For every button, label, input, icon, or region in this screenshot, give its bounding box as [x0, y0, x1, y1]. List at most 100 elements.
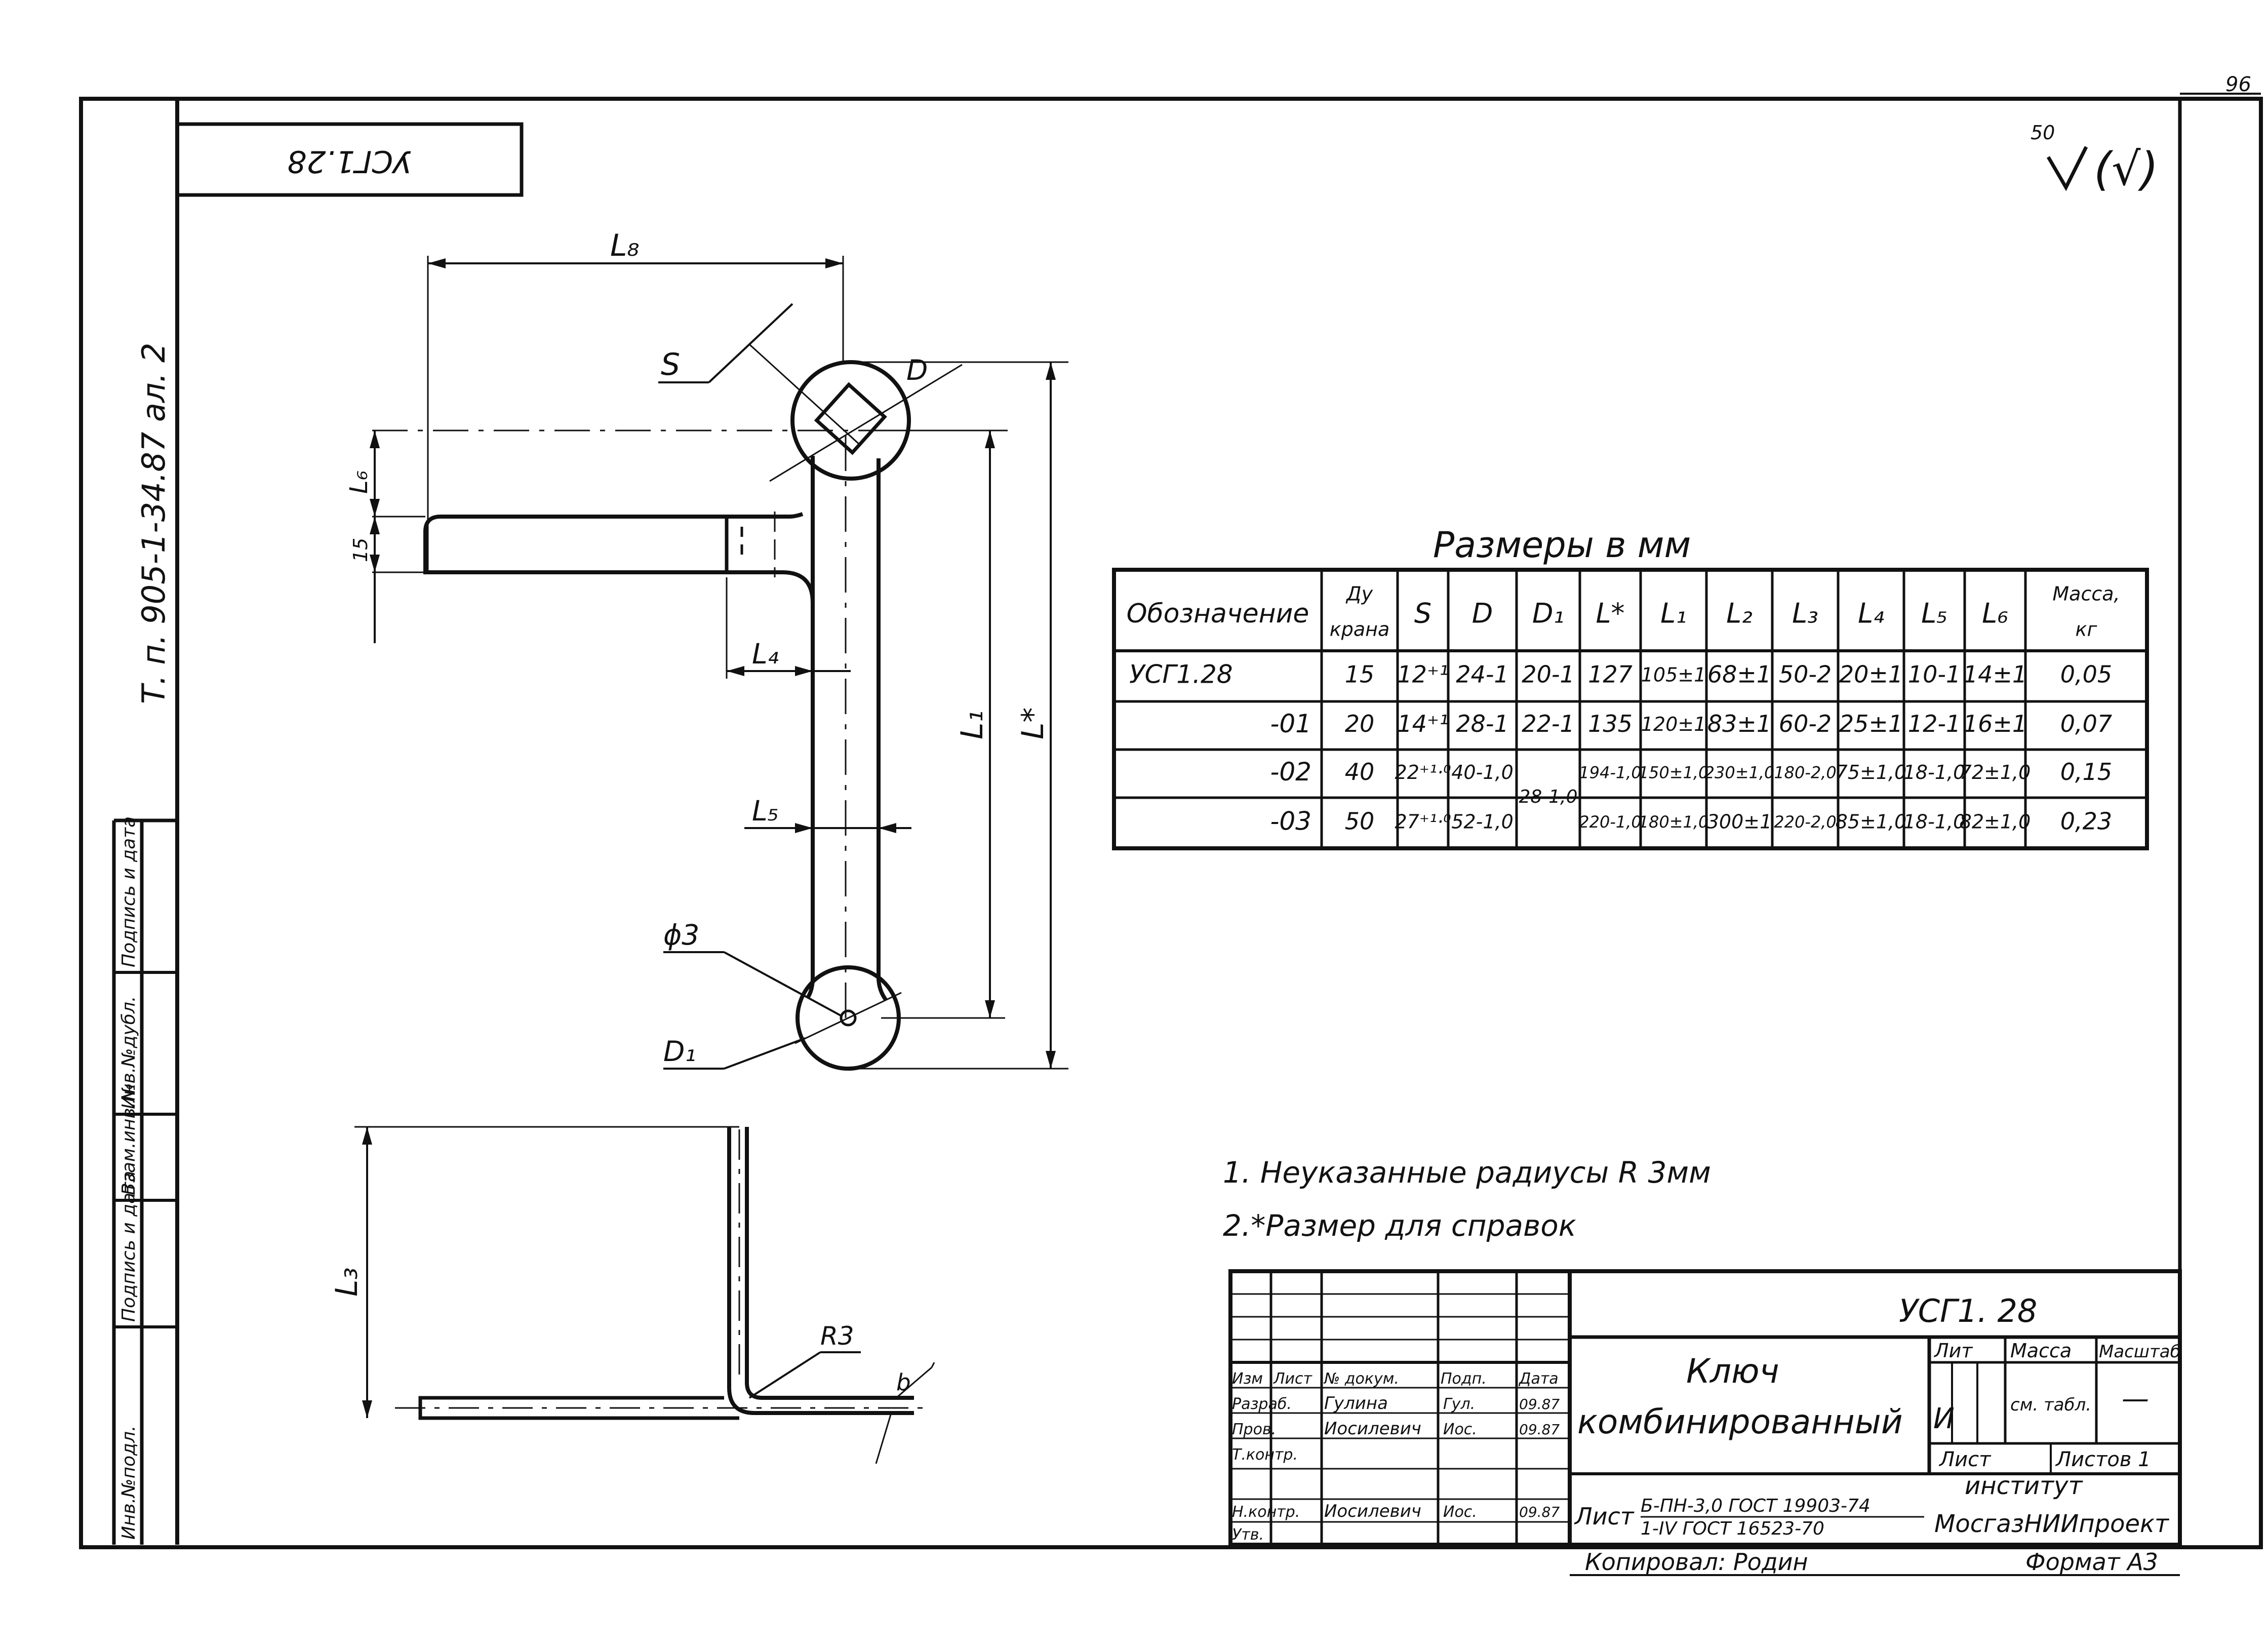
svg-text:Гулина: Гулина — [1324, 1393, 1388, 1414]
table-cell: 25±1 — [1839, 710, 1903, 737]
svg-text:Утв.: Утв. — [1232, 1526, 1264, 1544]
svg-text:Т.контр.: Т.контр. — [1232, 1446, 1298, 1464]
table-cell: 20-1 — [1522, 661, 1574, 688]
table-header: крана — [1330, 618, 1390, 641]
table-header: Обозначение — [1127, 599, 1309, 629]
svg-text:Гул.: Гул. — [1443, 1395, 1475, 1413]
drawing-code: УСГ1. 28 — [1899, 1292, 2037, 1329]
table-cell: 22-1 — [1522, 710, 1574, 737]
table-cell: 52-1,0 — [1451, 811, 1514, 833]
table-cell: 50 — [1345, 808, 1375, 835]
dim-phi3: ϕ3 — [663, 919, 699, 951]
title-block: Изм Лист № докум. Подп. Дата Разраб. Гул… — [1228, 1269, 2182, 1547]
table-cell: 20 — [1345, 710, 1375, 737]
key-plan-view: L₈ S D L₆ 15 L₄ L₅ — [345, 228, 1068, 1071]
note-2: 2.*Размер для справок — [1223, 1208, 1576, 1243]
drawing-name-2: комбинированный — [1577, 1402, 1903, 1441]
note-1: 1. Неуказанные радиусы R 3мм — [1223, 1155, 1711, 1190]
dim-L8: L₈ — [610, 228, 639, 263]
table-header: L₄ — [1858, 598, 1884, 630]
svg-text:Масштаб: Масштаб — [2099, 1342, 2181, 1362]
side-reference: Т. п. 905-1-34.87 ал. 2 — [135, 343, 172, 704]
dim-S: S — [661, 347, 680, 382]
table-cell: 16±1 — [1963, 710, 2027, 737]
table-header: S — [1414, 598, 1431, 630]
svg-text:см. табл.: см. табл. — [2010, 1395, 2091, 1415]
key-side-view: L₃ R3 b — [329, 1126, 935, 1464]
svg-text:Масса: Масса — [2010, 1340, 2072, 1362]
table-cell: 0,15 — [2060, 758, 2112, 786]
table-header: D — [1472, 598, 1493, 630]
table-cell: 68±1 — [1707, 661, 1771, 688]
table-cell: 14±1 — [1963, 661, 2027, 688]
table-header: L₂ — [1726, 598, 1753, 630]
svg-text:Разраб.: Разраб. — [1232, 1395, 1292, 1413]
svg-text:—: — — [2122, 1383, 2149, 1415]
table-cell: 28-1 — [1456, 710, 1508, 737]
svg-text:(√): (√) — [2094, 143, 2159, 196]
svg-text:Подпись и дата: Подпись и дата — [118, 1171, 139, 1322]
dim-15: 15 — [349, 538, 372, 562]
side-stamp: Инв.№подл. Подпись и дата Взам.инв.№ Инв… — [112, 816, 177, 1545]
table-cell: УСГ1.28 — [1129, 660, 1233, 689]
table-cell: 72±1,0 — [1960, 761, 2031, 783]
drawing-name-1: Ключ — [1686, 1352, 1779, 1391]
svg-text:Лист: Лист — [1938, 1448, 1992, 1471]
svg-text:Лист: Лист — [1574, 1503, 1635, 1530]
dim-b: b — [896, 1369, 911, 1396]
svg-text:Иосилевич: Иосилевич — [1324, 1501, 1421, 1521]
table-cell: 12⁺¹ — [1397, 661, 1448, 688]
table-cell: 135 — [1588, 710, 1633, 737]
table-cell: 0,05 — [2060, 661, 2112, 688]
table-cell: 220-1,0 — [1579, 812, 1642, 832]
dim-L4: L₄ — [752, 638, 779, 670]
table-cell: 180±1,0 — [1639, 812, 1709, 832]
surface-roughness-mark: 50 (√) — [2031, 122, 2159, 196]
svg-text:МосгазНИИпроект: МосгазНИИпроект — [1934, 1510, 2170, 1538]
table-cell: 24-1 — [1456, 661, 1508, 688]
table-header: L₃ — [1792, 598, 1818, 630]
table-cell: -02 — [1270, 757, 1311, 787]
svg-text:И: И — [1933, 1402, 1955, 1435]
table-cell: 180-2,0 — [1774, 763, 1837, 782]
table-cell: 0,23 — [2060, 808, 2112, 835]
svg-text:Лит: Лит — [1933, 1340, 1973, 1362]
svg-text:Иосилевич: Иосилевич — [1324, 1419, 1421, 1439]
svg-text:Листов 1: Листов 1 — [2055, 1448, 2151, 1471]
table-caption: Размеры в мм — [1433, 524, 1691, 566]
table-cell: -01 — [1270, 709, 1311, 738]
sheet-format: Формат А3 — [2025, 1548, 2158, 1576]
svg-text:Н.контр.: Н.контр. — [1232, 1503, 1300, 1521]
table-cell: 12-1 — [1908, 710, 1961, 737]
svg-text:Иос.: Иос. — [1443, 1503, 1477, 1521]
table-cell: 127 — [1588, 661, 1633, 688]
table-cell: -03 — [1270, 807, 1311, 836]
copied-by: Копировал: Родин — [1585, 1548, 1808, 1576]
svg-text:Дата: Дата — [1518, 1370, 1559, 1388]
svg-text:№ докум.: № докум. — [1323, 1370, 1399, 1388]
svg-text:09.87: 09.87 — [1519, 1504, 1560, 1520]
table-header: Ду — [1345, 583, 1373, 605]
svg-text:Подп.: Подп. — [1441, 1370, 1487, 1388]
table-header: D₁ — [1532, 598, 1564, 630]
svg-text:Иос.: Иос. — [1443, 1421, 1477, 1438]
table-cell: 230±1,0 — [1704, 763, 1775, 782]
table-header: кг — [2076, 618, 2098, 641]
page-number: 96 — [2225, 73, 2251, 96]
dim-Lstar: L* — [1015, 708, 1051, 739]
corner-stamp: УСГ1.28 — [287, 143, 411, 179]
table-cell: 150±1,0 — [1639, 763, 1709, 782]
svg-text:Пров.: Пров. — [1232, 1421, 1276, 1438]
svg-text:Подпись и дата: Подпись и дата — [118, 816, 139, 967]
table-header: L₅ — [1921, 598, 1947, 630]
table-cell: 10-1 — [1908, 661, 1961, 688]
table-cell: 15 — [1345, 661, 1375, 688]
table-cell: 83±1 — [1707, 710, 1771, 737]
dim-L6: L₆ — [345, 470, 373, 494]
svg-text:Инв.№дубл.: Инв.№дубл. — [118, 996, 139, 1109]
table-cell: 0,07 — [2060, 710, 2112, 737]
table-cell: 27⁺¹·⁰ — [1395, 811, 1451, 833]
svg-text:Б-ПН-3,0 ГОСТ 19903-74: Б-ПН-3,0 ГОСТ 19903-74 — [1641, 1496, 1871, 1516]
dim-D1: D₁ — [663, 1035, 696, 1068]
